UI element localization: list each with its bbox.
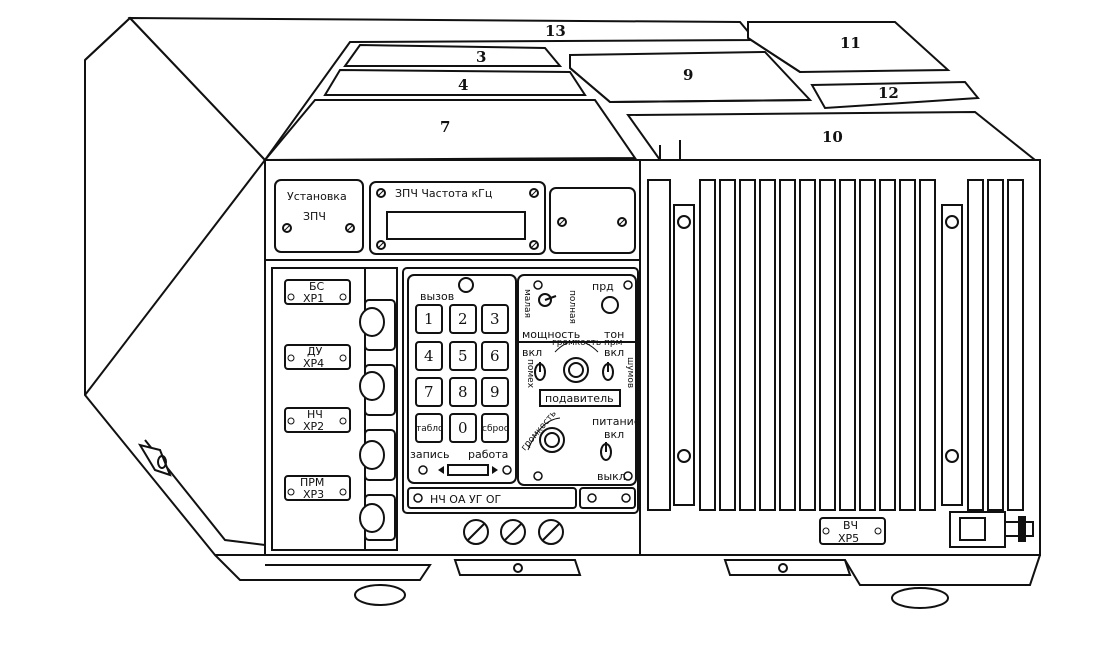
jack-prm-xp3[interactable]: ПРМ ХР3	[284, 475, 351, 501]
connector-knobs	[359, 299, 396, 541]
noise-toggle[interactable]	[534, 362, 546, 381]
svg-text:вызов: вызов	[420, 290, 454, 303]
module-4: 4	[323, 68, 587, 96]
jack-nch-xp2[interactable]: НЧ ХР2	[284, 407, 351, 433]
svg-text:вкл: вкл	[604, 346, 624, 359]
svg-text:вкл: вкл	[522, 346, 542, 359]
tone-toggle[interactable]	[602, 362, 614, 381]
volume-knob[interactable]	[539, 427, 565, 453]
svg-text:ПРМ: ПРМ	[300, 476, 324, 489]
bottom-strip: НЧ ОА УГ ОГ	[407, 487, 636, 509]
module-10: 10	[626, 110, 1038, 161]
module-7: 7	[262, 99, 637, 162]
svg-text:3: 3	[490, 310, 500, 328]
svg-text:ХР1: ХР1	[303, 292, 324, 305]
svg-text:0: 0	[458, 419, 468, 437]
svg-text:малая: малая	[522, 289, 532, 318]
svg-text:запись: запись	[410, 448, 449, 461]
svg-text:ВЧ: ВЧ	[843, 519, 858, 532]
jack-bs-xp1[interactable]: БС ХР1	[284, 279, 351, 305]
svg-text:12: 12	[878, 84, 899, 102]
svg-text:ХР2: ХР2	[303, 420, 324, 433]
svg-text:НЧ ОА УГ ОГ: НЧ ОА УГ ОГ	[430, 493, 502, 506]
base-feet	[214, 554, 1041, 609]
key-7[interactable]: 7	[415, 377, 443, 407]
svg-text:прд: прд	[592, 280, 614, 293]
svg-text:3: 3	[476, 48, 486, 66]
svg-text:помех: помех	[525, 359, 535, 389]
key-reset[interactable]: сброс	[481, 413, 509, 443]
key-9[interactable]: 9	[481, 377, 509, 407]
svg-text:ЗПЧ: ЗПЧ	[303, 210, 326, 223]
prd-indicator	[601, 296, 619, 314]
svg-text:2: 2	[458, 310, 468, 328]
svg-text:работа: работа	[468, 448, 508, 461]
supply-toggle[interactable]	[600, 442, 612, 461]
control-panel: малая полная прд мощность тон вкл вкл по…	[517, 274, 641, 486]
svg-text:громкость прм: громкость прм	[552, 338, 622, 348]
svg-text:5: 5	[458, 347, 468, 365]
key-6[interactable]: 6	[481, 341, 509, 371]
svg-text:7: 7	[440, 118, 450, 136]
module-11: 11	[747, 21, 951, 74]
svg-text:ХР4: ХР4	[303, 357, 324, 370]
key-4[interactable]: 4	[415, 341, 443, 371]
svg-text:4: 4	[458, 76, 468, 94]
frequency-display-box: ЗПЧ Частота кГц	[369, 181, 546, 255]
jack-du-xp4[interactable]: ДУ ХР4	[284, 344, 351, 370]
svg-text:сброс: сброс	[482, 424, 509, 434]
svg-text:вкл: вкл	[604, 428, 624, 441]
svg-text:10: 10	[822, 128, 843, 146]
svg-text:6: 6	[490, 347, 500, 365]
key-2[interactable]: 2	[449, 304, 477, 334]
svg-text:ХР3: ХР3	[303, 488, 324, 501]
svg-text:8: 8	[458, 383, 468, 401]
svg-text:мощность: мощность	[522, 328, 580, 341]
svg-text:тон: тон	[604, 328, 624, 341]
svg-text:ДУ: ДУ	[307, 345, 323, 358]
power-toggle[interactable]	[538, 293, 552, 307]
svg-text:питание: питание	[592, 415, 641, 428]
setup-zpch-box: Установка ЗПЧ	[274, 179, 364, 253]
keypad-keys: 1 2 3 4 5 6 7 8 9 табло 0 сброс	[415, 304, 509, 443]
key-5[interactable]: 5	[449, 341, 477, 371]
svg-text:9: 9	[683, 66, 693, 84]
jack-vch-xp5[interactable]: ВЧ ХР5	[819, 517, 886, 545]
svg-text:табло: табло	[416, 424, 444, 434]
module-3: 3	[343, 43, 563, 67]
key-3[interactable]: 3	[481, 304, 509, 334]
module-12: 12	[810, 80, 980, 110]
svg-text:ЗПЧ Частота кГц: ЗПЧ Частота кГц	[395, 187, 492, 200]
bottom-screws	[463, 519, 564, 545]
svg-text:1: 1	[424, 310, 434, 328]
svg-text:7: 7	[424, 383, 434, 401]
svg-text:выкл: выкл	[597, 470, 626, 483]
record-work-switch[interactable]: запись работа	[410, 448, 512, 476]
svg-text:БС: БС	[309, 280, 325, 293]
svg-text:НЧ: НЧ	[307, 408, 323, 421]
key-1[interactable]: 1	[415, 304, 443, 334]
svg-text:13: 13	[545, 22, 566, 40]
volume-prm-knob[interactable]	[563, 357, 589, 383]
blank-cover-box	[549, 187, 636, 254]
svg-text:11: 11	[840, 34, 861, 52]
key-tablo[interactable]: табло	[415, 413, 444, 443]
module-9: 9	[569, 50, 813, 104]
svg-text:ХР5: ХР5	[838, 532, 859, 545]
svg-text:Установка: Установка	[287, 190, 347, 203]
svg-text:полная: полная	[567, 290, 577, 324]
key-8[interactable]: 8	[449, 377, 477, 407]
frequency-display	[386, 211, 526, 240]
module-13: 13	[127, 16, 758, 162]
key-0[interactable]: 0	[449, 413, 477, 443]
svg-text:подавитель: подавитель	[545, 392, 614, 405]
call-indicator	[458, 277, 474, 293]
svg-text:шумов: шумов	[625, 357, 635, 388]
hf-connector	[949, 511, 1034, 548]
ventilation-grill	[647, 179, 1024, 511]
svg-text:9: 9	[490, 383, 500, 401]
svg-text:4: 4	[424, 347, 434, 365]
